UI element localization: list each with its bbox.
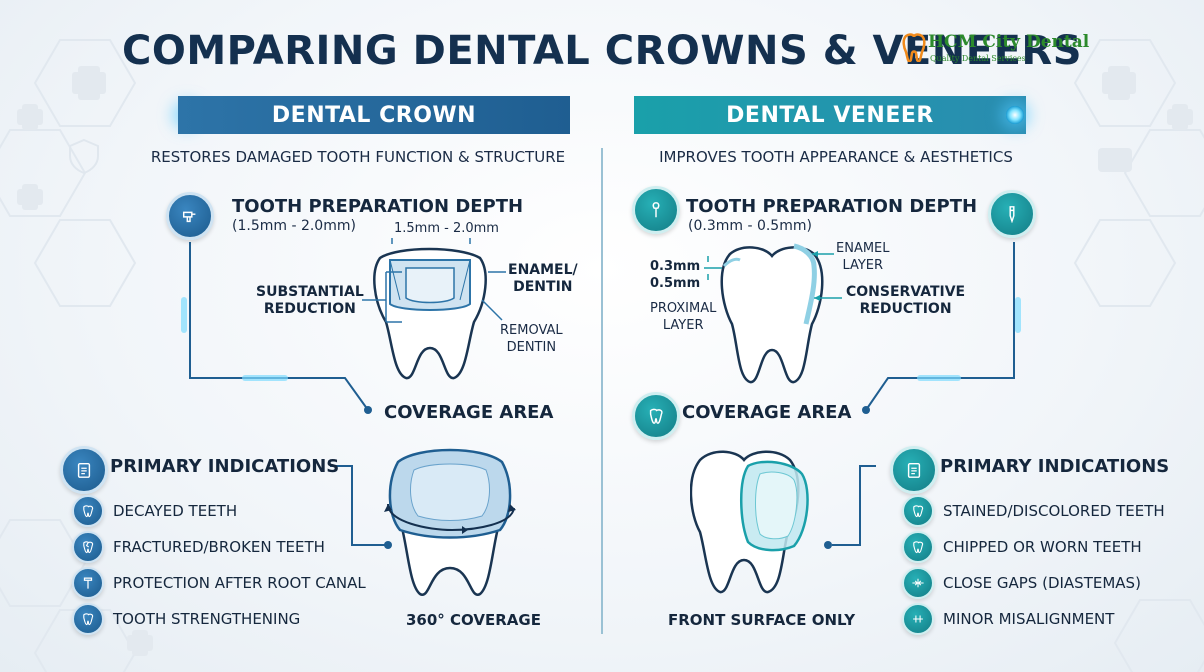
veneer-indications-title: PRIMARY INDICATIONS (940, 456, 1170, 477)
dental-probe-icon (652, 202, 660, 218)
veneer-coverage-title: COVERAGE AREA (682, 402, 852, 423)
tooth-logo-icon (902, 33, 926, 62)
veneer-conservative-reduction-label: CONSERVATIVE REDUCTION (846, 284, 966, 317)
veneer-coverage-tooth-diagram (690, 450, 809, 594)
crown-preparation-tooth-diagram (373, 247, 487, 380)
crown-enamel-dentin-label: ENAMEL/ DENTIN (508, 262, 578, 295)
clinic-logo: HCM City Dental Quality Dental Services (900, 30, 1100, 70)
clipboard-icon (77, 462, 91, 478)
logo-brand-name: HCM City Dental (928, 32, 1090, 52)
veneer-enamel-layer-label: ENAMEL LAYER (836, 241, 890, 273)
strong-tooth-icon (83, 613, 94, 626)
crown-indication-3: PROTECTION AFTER ROOT CANAL (113, 574, 366, 592)
crown-depth-label: 1.5mm - 2.0mm (394, 221, 499, 236)
crown-coverage-caption: 360° COVERAGE (406, 611, 541, 629)
tooth-icon (83, 505, 94, 518)
crown-coverage-title: COVERAGE AREA (384, 402, 554, 423)
crown-substantial-reduction-label: SUBSTANTIAL REDUCTION (256, 284, 364, 317)
veneer-indication-icon-3 (902, 567, 934, 599)
veneer-prep-range: (0.3mm - 0.5mm) (688, 218, 812, 234)
veneer-preparation-tooth-diagram (720, 243, 824, 384)
veneer-clipboard-icon-badge (890, 446, 938, 494)
veneer-probe-icon-badge (632, 186, 680, 234)
glow-dot-right (1006, 106, 1024, 124)
crown-indication-icon-2 (72, 531, 104, 563)
crown-removal-dentin-label: REMOVAL DENTIN (500, 323, 563, 355)
veneer-indication-4: MINOR MISALIGNMENT (943, 610, 1115, 628)
veneer-coverage-icon-badge (632, 392, 680, 440)
crown-indication-1: DECAYED TEETH (113, 502, 238, 520)
crown-indication-4: TOOTH STRENGTHENING (113, 610, 301, 628)
close-gap-arrows-icon (912, 578, 924, 588)
veneer-indication-icon-2 (902, 531, 934, 563)
veneer-coverage-caption: FRONT SURFACE ONLY (668, 611, 856, 629)
crown-prep-range: (1.5mm - 2.0mm) (232, 218, 356, 234)
veneer-indication-1: STAINED/DISCOLORED TEETH (943, 502, 1165, 520)
veneer-subtitle: IMPROVES TOOTH APPEARANCE & AESTHETICS (659, 148, 1013, 166)
veneer-proximal-layer-label: PROXIMAL LAYER (650, 301, 717, 333)
broken-tooth-icon (83, 541, 94, 554)
crown-drill-icon-badge (166, 192, 214, 240)
crown-indication-icon-4 (72, 603, 104, 635)
crown-indications-title: PRIMARY INDICATIONS (110, 456, 340, 477)
crown-subtitle: RESTORES DAMAGED TOOTH FUNCTION & STRUCT… (150, 148, 566, 166)
crown-indication-icon-3 (72, 567, 104, 599)
banner-dental-veneer: DENTAL VENEER (634, 96, 1026, 134)
crown-prep-title: TOOTH PREPARATION DEPTH (232, 196, 524, 217)
veneer-indication-icon-4 (902, 603, 934, 635)
root-canal-file-icon (83, 577, 93, 589)
veneer-indication-icon-1 (902, 495, 934, 527)
veneer-tool-icon-badge (988, 190, 1036, 238)
veneer-indication-3: CLOSE GAPS (DIASTEMAS) (943, 574, 1141, 592)
clipboard-icon (907, 462, 921, 478)
tooth-icon (649, 408, 663, 424)
crown-coverage-tooth-diagram (384, 448, 516, 596)
banner-dental-crown: DENTAL CROWN (178, 96, 570, 134)
dental-drill-icon (182, 211, 196, 223)
center-divider (601, 148, 603, 634)
veneer-indication-2: CHIPPED OR WORN TEETH (943, 538, 1142, 556)
crown-clipboard-icon-badge (60, 446, 108, 494)
veneer-depth-label: 0.3mm 0.5mm (650, 259, 701, 291)
crown-indication-icon-1 (72, 495, 104, 527)
stained-tooth-icon (913, 505, 924, 518)
veneer-prep-title: TOOTH PREPARATION DEPTH (686, 196, 978, 217)
logo-tagline: Quality Dental Services (930, 54, 1026, 63)
dental-tool-icon (1009, 206, 1015, 223)
crown-indication-2: FRACTURED/BROKEN TEETH (113, 538, 325, 556)
alignment-icon (913, 615, 923, 623)
chipped-tooth-icon (913, 541, 924, 554)
